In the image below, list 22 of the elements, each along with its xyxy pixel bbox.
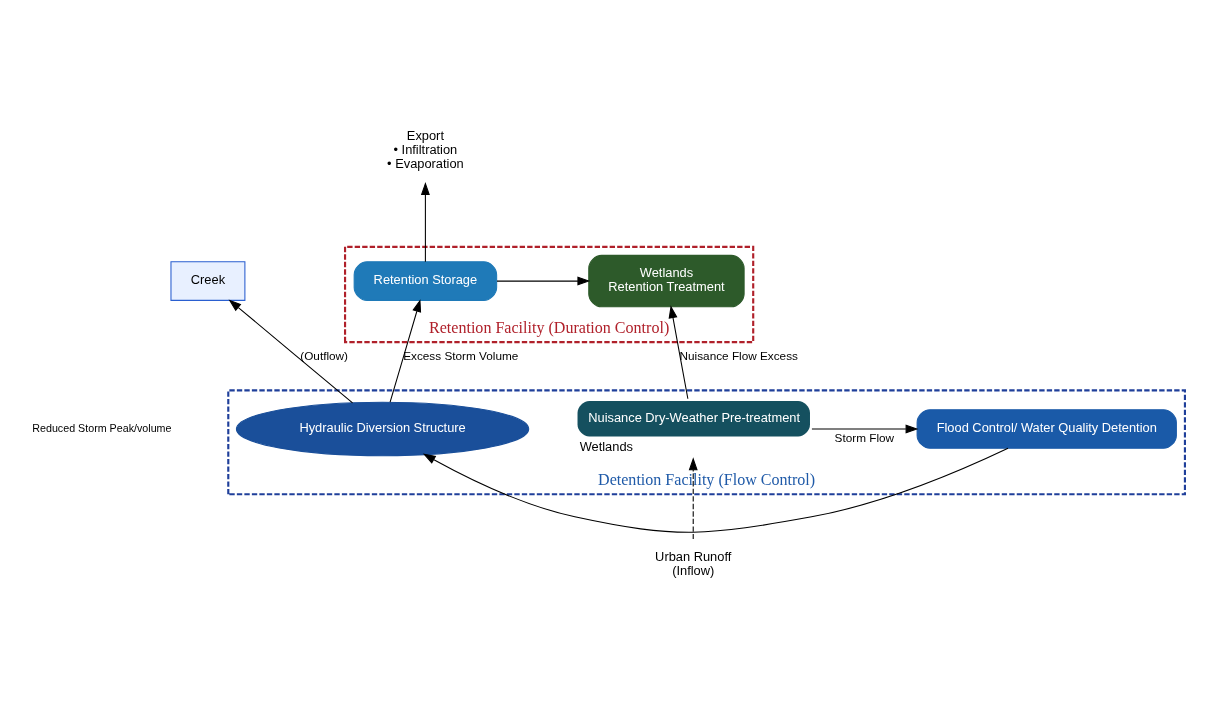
- edge-label: Excess Storm Volume: [403, 349, 519, 363]
- edge-label: Storm Flow: [834, 430, 895, 444]
- node-text: Urban Runoff (Inflow): [655, 549, 732, 579]
- node-label: Wetlands: [579, 439, 633, 455]
- edge-label: Nuisance Flow Excess: [679, 349, 798, 363]
- node-box: Retention Storage: [353, 261, 498, 301]
- node-ellipse: Hydraulic Diversion Structure: [235, 401, 530, 457]
- node-box: Creek: [170, 261, 246, 301]
- arrow: [668, 305, 689, 400]
- node-text: Export • Infiltration • Evaporation: [387, 128, 464, 172]
- arrow: [496, 276, 591, 286]
- arrow: [811, 424, 919, 434]
- arrow: [389, 299, 422, 403]
- arrow: [228, 299, 354, 404]
- label: Reduced Storm Peak/volume: [32, 421, 172, 434]
- arrow: [688, 457, 698, 540]
- arrow: [422, 447, 1009, 533]
- node-box: Flood Control/ Water Quality Detention: [916, 409, 1177, 449]
- edge-label: (Outflow): [300, 349, 349, 363]
- arrow: [420, 182, 430, 263]
- node-box: Nuisance Dry-Weather Pre-treatment: [577, 401, 810, 437]
- node-box: Wetlands Retention Treatment: [588, 254, 745, 308]
